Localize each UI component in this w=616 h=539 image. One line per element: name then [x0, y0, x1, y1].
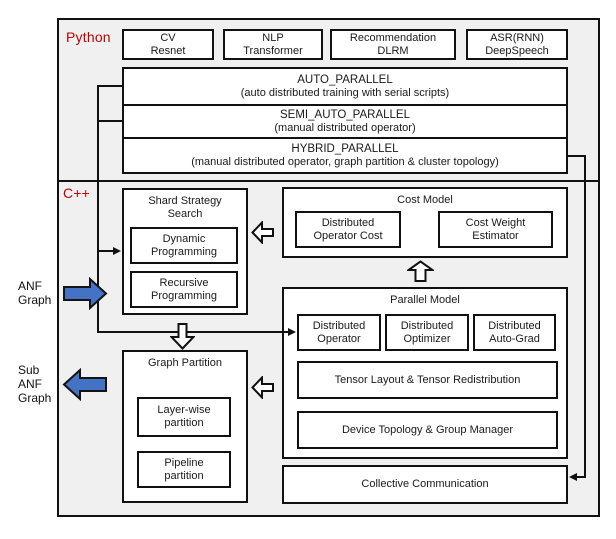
dynamic-programming-box: Dynamic Programming [130, 227, 238, 264]
cost-weight-estimator-box: Cost Weight Estimator [438, 211, 553, 248]
hybrid-parallel-subtitle: (manual distributed operator, graph part… [191, 156, 499, 168]
frontend-box-asr: ASR(RNN) DeepSpeech [466, 29, 568, 60]
pipeline-partition-box: Pipeline partition [137, 451, 231, 488]
cost-to-shard-arrow-icon [251, 221, 274, 244]
python-cpp-divider [57, 180, 600, 182]
distributed-operator-box: Distributed Operator [297, 314, 381, 351]
semi-auto-parallel-title: SEMI_AUTO_PARALLEL [280, 109, 410, 121]
cpp-section-label: C++ [63, 185, 91, 201]
frontend-box-cv: CV Resnet [122, 29, 214, 60]
connector-to-collective-line [577, 476, 586, 478]
arrowhead-into-shard-search [113, 247, 121, 255]
connector-to-distributed-operator-line [97, 331, 288, 333]
device-topology-group-manager-box: Device Topology & Group Manager [297, 411, 558, 449]
sub-anf-graph-output-arrow-icon [62, 368, 107, 401]
layer-wise-partition-box: Layer-wise partition [137, 397, 231, 437]
semi-auto-parallel-box: SEMI_AUTO_PARALLEL (manual distributed o… [122, 104, 568, 139]
tensor-layout-redistribution-box: Tensor Layout & Tensor Redistribution [297, 361, 558, 399]
distributed-optimizer-box: Distributed Optimizer [385, 314, 469, 351]
auto-parallel-title: AUTO_PARALLEL [297, 74, 393, 86]
parallel-to-graph-partition-arrow-icon [251, 376, 274, 399]
frontend-box-recommendation: Recommendation DLRM [330, 29, 456, 60]
hybrid-right-stub-line [567, 155, 586, 157]
hybrid-parallel-title: HYBRID_PARALLEL [291, 143, 399, 155]
shard-to-graph-partition-arrow-icon [170, 323, 195, 350]
collective-communication-box: Collective Communication [282, 465, 568, 504]
auto-parallel-box: AUTO_PARALLEL (auto distributed training… [122, 67, 568, 106]
connector-to-shard-search-line [97, 250, 114, 252]
connector-semi-auto-stub [97, 120, 122, 122]
anf-graph-label: ANF Graph [18, 279, 52, 307]
python-section-label: Python [66, 29, 111, 45]
recursive-programming-box: Recursive Programming [130, 271, 238, 308]
connector-auto-parallel-stub [97, 85, 122, 87]
semi-auto-parallel-subtitle: (manual distributed operator) [274, 122, 416, 134]
auto-parallel-subtitle: (auto distributed training with serial s… [240, 87, 450, 99]
right-connector-vertical-line [584, 155, 586, 478]
distributed-auto-grad-box: Distributed Auto-Grad [473, 314, 556, 351]
parallel-to-cost-arrow-icon [407, 260, 434, 282]
hybrid-parallel-box: HYBRID_PARALLEL (manual distributed oper… [122, 137, 568, 174]
anf-graph-input-arrow-icon [63, 277, 108, 310]
sub-anf-graph-label: Sub ANF Graph [18, 363, 52, 405]
left-connector-vertical-line [97, 85, 99, 333]
arrowhead-into-distributed-operator [288, 328, 296, 336]
distributed-operator-cost-box: Distributed Operator Cost [295, 211, 401, 248]
frontend-box-nlp: NLP Transformer [223, 29, 323, 60]
arrowhead-into-collective [569, 473, 577, 481]
